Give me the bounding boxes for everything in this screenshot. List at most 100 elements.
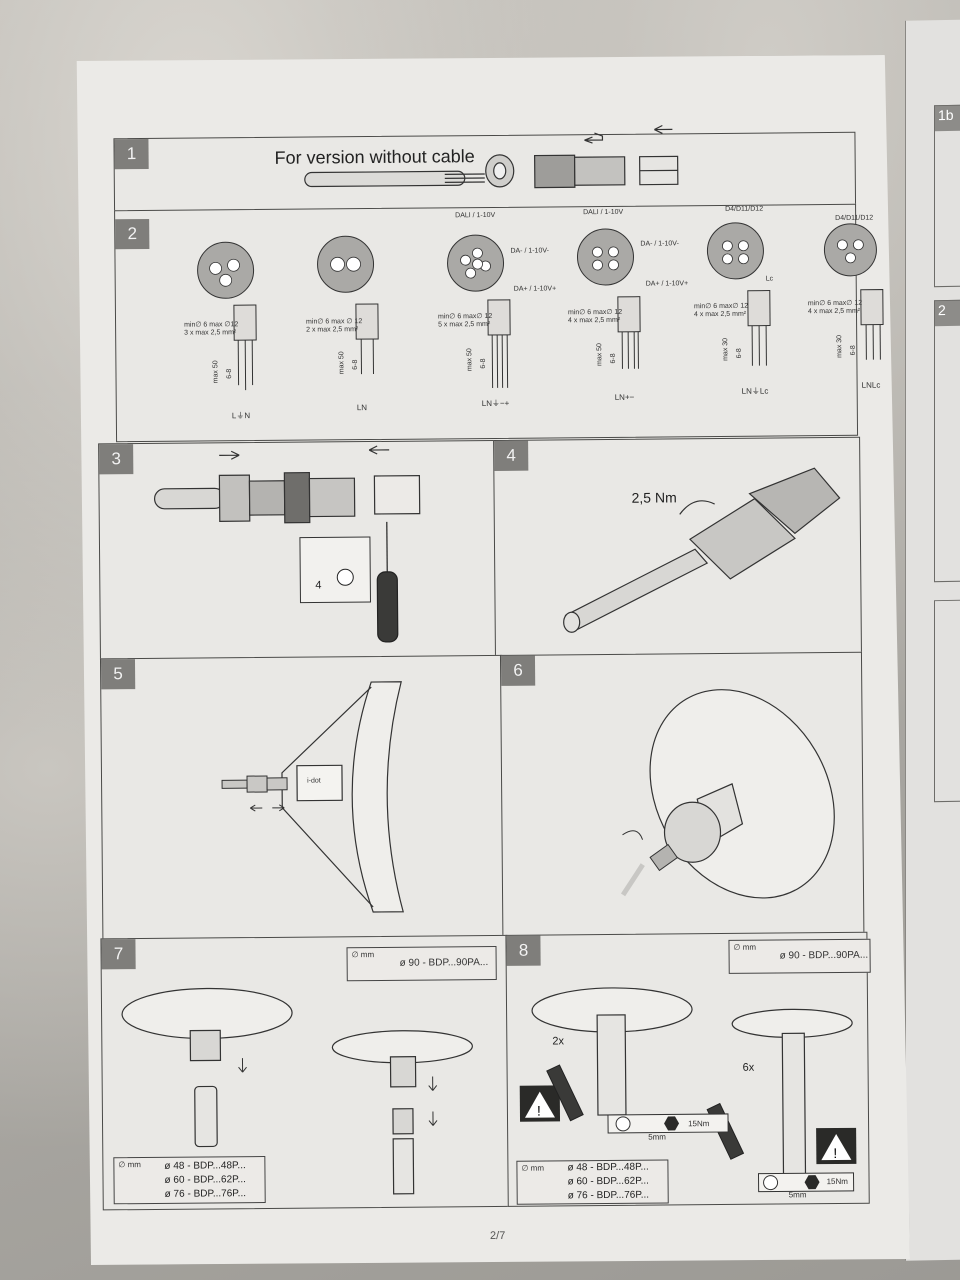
- step-3-panel: 3 4: [98, 439, 497, 661]
- direction-arrow-icon: [622, 830, 644, 840]
- step-1-panel: 1 For version without cable: [113, 124, 857, 213]
- screw-count: 2x: [552, 1035, 565, 1048]
- direction-arrow-icon: [219, 445, 390, 460]
- connector-to-luminaire-illustration: [221, 681, 404, 913]
- gland-tightening-illustration: [563, 467, 841, 633]
- diameter-header: ∅ mm: [521, 1163, 545, 1173]
- diameter-option: ø 48 - BDP...48P...: [164, 1160, 246, 1172]
- svg-text:!: !: [833, 1145, 837, 1161]
- variant-type-label: D4/D11/D12: [835, 214, 874, 222]
- diameter-option: ø 60 - BDP...62P...: [164, 1174, 246, 1186]
- cable-spec: 4 x max 2,5 mm²: [568, 316, 621, 325]
- step-7-panel: 7 ∅ mm ø 90 - BDP...90PA... ∅ mm ø 48 - …: [100, 934, 510, 1211]
- diameter-option: ø 60 - BDP...62P...: [567, 1175, 649, 1188]
- strip-length-long: max 30: [722, 337, 730, 361]
- direction-arrow-icon: [584, 124, 673, 144]
- cable-spec: 4 x max 2,5 mm²: [693, 310, 747, 319]
- core-label: DA- / 1-10V-: [510, 247, 549, 255]
- step-8-panel: 8 ∅ mm ø 90 - BDP...90PA... ! !: [505, 931, 871, 1207]
- cable-spec: 2 x max 2,5 mm²: [306, 326, 359, 334]
- instruction-sheet: 1 For version without cable 2: [76, 55, 910, 1265]
- core-label: DA- / 1-10V-: [640, 240, 679, 248]
- diameter-options: ∅ mm ø 48 - BDP...48P... ø 60 - BDP...62…: [113, 1155, 266, 1205]
- wiring-connector-illustration: [153, 445, 421, 643]
- strip-length-short: 6-8: [735, 348, 743, 359]
- terminal-label: L⏚N: [231, 411, 251, 421]
- strip-length-short: 6-8: [849, 345, 857, 356]
- terminal-label: LN⏚Lc: [741, 386, 769, 396]
- diameter-option: ø 48 - BDP...48P...: [567, 1161, 649, 1174]
- strip-length-short: 6-8: [479, 358, 488, 369]
- core-label: DA+ / 1-10V+: [645, 280, 689, 288]
- warning-icon: !: [519, 1085, 561, 1122]
- torque-wrench-icon: [615, 1116, 631, 1132]
- step-6-panel: 6: [499, 651, 865, 937]
- svg-text:!: !: [537, 1103, 541, 1119]
- diameter-list: ø 48 - BDP...48P... ø 60 - BDP...62P... …: [164, 1159, 246, 1202]
- cable-spec: min∅ 6 max∅ 12: [567, 308, 623, 317]
- step-4-panel: 4 2,5 Nm: [493, 436, 862, 657]
- next-page-panel-3: [934, 599, 960, 803]
- hex-icon: [804, 1175, 820, 1190]
- diameter-option: ø 76 - BDP...76P...: [567, 1189, 650, 1202]
- housing-brand-label: i-dot: [307, 777, 321, 785]
- variant-type-label: DALI / 1-10V: [583, 208, 624, 217]
- terminal-wiring-diagrams: [197, 222, 884, 391]
- next-page-panel-2: [934, 299, 960, 583]
- diameter-option: ø 76 - BDP...76P...: [164, 1188, 247, 1200]
- strip-length-short: 6-8: [226, 368, 234, 379]
- direction-arrow-icon: [250, 804, 285, 812]
- strip-length-long: max 50: [212, 360, 220, 384]
- cable-spec: 4 x max 2,5 mm²: [807, 307, 861, 316]
- step-5-panel: 5 i-dot: [99, 654, 505, 941]
- strip-length-long: max 30: [836, 334, 844, 358]
- variant-type-label: D4/D11/D12: [725, 205, 764, 213]
- core-label: Lc: [765, 275, 774, 283]
- cable-gland-exploded-illustration: [304, 124, 679, 189]
- cable-spec: 3 x max 2,5 mm²: [184, 329, 237, 337]
- torque-value: 15Nm: [688, 1119, 710, 1129]
- screwdriver-size: 4: [315, 579, 322, 592]
- terminal-label: LN+−: [614, 392, 635, 402]
- pole-fixing-illustration: ! !: [519, 987, 857, 1193]
- terminal-label: LN: [356, 403, 368, 413]
- cable-spec: min∅ 6 max ∅ 12: [306, 318, 363, 326]
- driver-housing: [296, 764, 343, 802]
- hex-icon: [664, 1116, 680, 1131]
- pole-mount-illustration: [121, 987, 473, 1195]
- diameter-list: ø 48 - BDP...48P... ø 60 - BDP...62P... …: [567, 1161, 649, 1204]
- hex-key-icon: [546, 1064, 745, 1160]
- step-2-panel: 2: [114, 203, 884, 443]
- cable-spec: min∅ 6 max∅ 12: [807, 299, 863, 308]
- core-label: DA+ / 1-10V+: [513, 285, 557, 293]
- slot-screw-icon: [336, 568, 354, 586]
- adjacent-page: 1b 2: [905, 19, 960, 1261]
- direction-arrow-icon: [238, 1058, 438, 1126]
- warning-icon: !: [816, 1127, 857, 1165]
- torque-wrench-icon: [763, 1175, 779, 1191]
- next-page-panel: [934, 104, 960, 288]
- diameter-options: ∅ mm ø 48 - BDP...48P... ø 60 - BDP...62…: [516, 1159, 669, 1205]
- cable-spec: min∅ 6 max∅ 12: [693, 302, 749, 311]
- tool-hint-box: [299, 536, 371, 604]
- hex-size: 5mm: [788, 1190, 807, 1200]
- strip-length-short: 6-8: [351, 359, 360, 370]
- cable-spec: min∅ 6 max∅ 12: [437, 312, 493, 321]
- page-number: 2/7: [489, 1229, 506, 1243]
- variant-type-label: DALI / 1-10V: [455, 211, 496, 220]
- screw-count: 6x: [742, 1061, 755, 1074]
- connector-plugin-illustration: [620, 689, 835, 899]
- strip-length-long: max 50: [596, 343, 604, 367]
- diameter-header: ∅ mm: [118, 1160, 141, 1170]
- hex-size: 5mm: [648, 1132, 666, 1142]
- torque-value: 2,5 Nm: [631, 489, 677, 506]
- cable-spec: min∅ 6 max ∅12: [184, 321, 239, 329]
- terminal-label: LN⏚−+: [481, 398, 510, 409]
- strip-length-long: max 50: [338, 351, 346, 375]
- strip-length-long: max 50: [466, 348, 474, 372]
- screwdriver-icon: [376, 521, 399, 643]
- rotate-arrow-icon: [679, 500, 715, 515]
- cable-spec: 5 x max 2,5 mm²: [438, 320, 491, 329]
- torque-value: 15Nm: [826, 1176, 848, 1187]
- terminal-label: LNLc: [861, 380, 881, 390]
